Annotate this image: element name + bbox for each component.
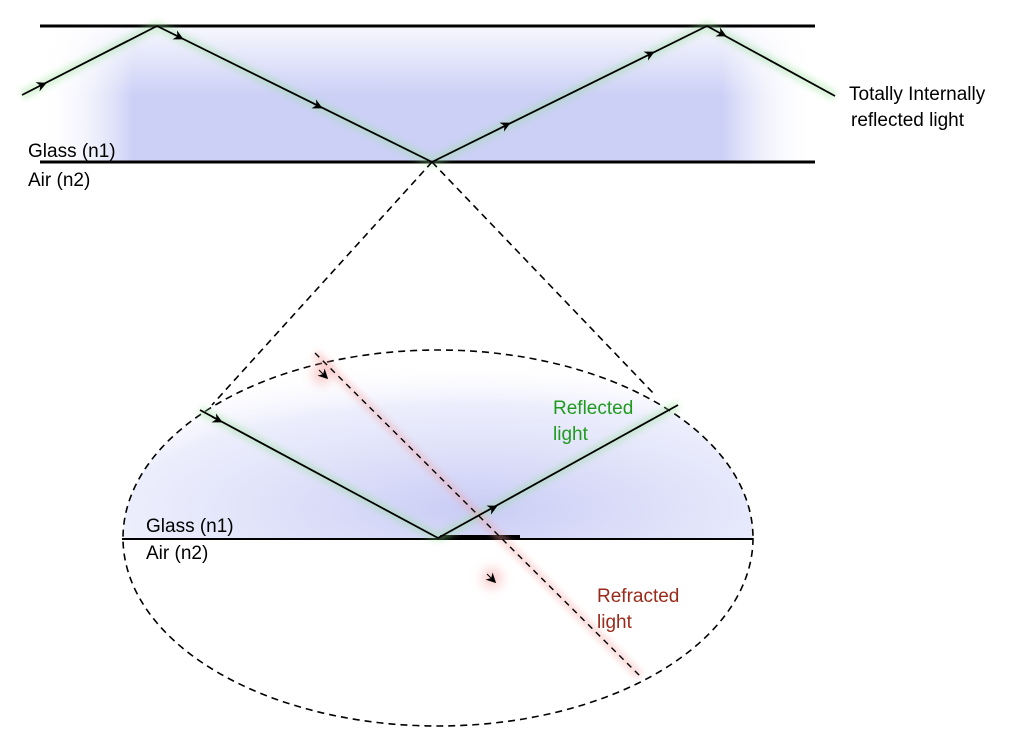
zoom-air-label: Air (n2) [146,543,208,564]
tir-label-line-1: Totally Internally [849,84,986,105]
top-air-label: Air (n2) [28,170,90,191]
zoom-cone-right-line [431,161,656,396]
top-ray-segment-3 [431,25,708,163]
arrow-head-icon [311,99,323,109]
top-ray-arrows [35,27,727,132]
top-ray-segment-2 [156,25,433,163]
top-glass-slab [40,24,815,164]
zoom-reflected-ray [437,404,679,539]
arrow-head-icon [172,30,184,40]
zoom-cone [211,161,656,406]
arrow-head-icon [486,505,498,515]
tir-label-line-2: reflected light [851,110,965,131]
refracted-glow-blob-upper [313,365,331,383]
arrow-head-icon [211,413,223,423]
refracted-glow-blob-lower [483,569,501,587]
arrow-head-icon [499,122,511,132]
top-glass-highlight [40,26,815,96]
arrow-head-icon [485,572,497,584]
reflected-label-line-2: light [553,424,589,445]
arrow-head-icon [643,51,655,61]
zoom-cone-left-line [211,161,433,406]
arrow-head-icon [35,82,47,92]
zoom-glass-label: Glass (n1) [146,516,234,537]
refracted-label-line-1: Refracted [597,586,679,607]
zoom-view [123,350,753,539]
zoom-refracted-glow [311,349,644,680]
zoom-incident-ray [199,409,439,539]
arrow-head-icon [715,27,727,37]
top-glass-label: Glass (n1) [28,141,116,162]
zoom-ray-arrows [211,368,498,584]
zoom-glass-fill [123,350,753,539]
arrow-head-icon [317,368,329,380]
top-ray-segment-4 [706,25,836,97]
refracted-label-line-2: light [597,612,633,633]
reflected-label-line-1: Reflected [553,398,633,419]
